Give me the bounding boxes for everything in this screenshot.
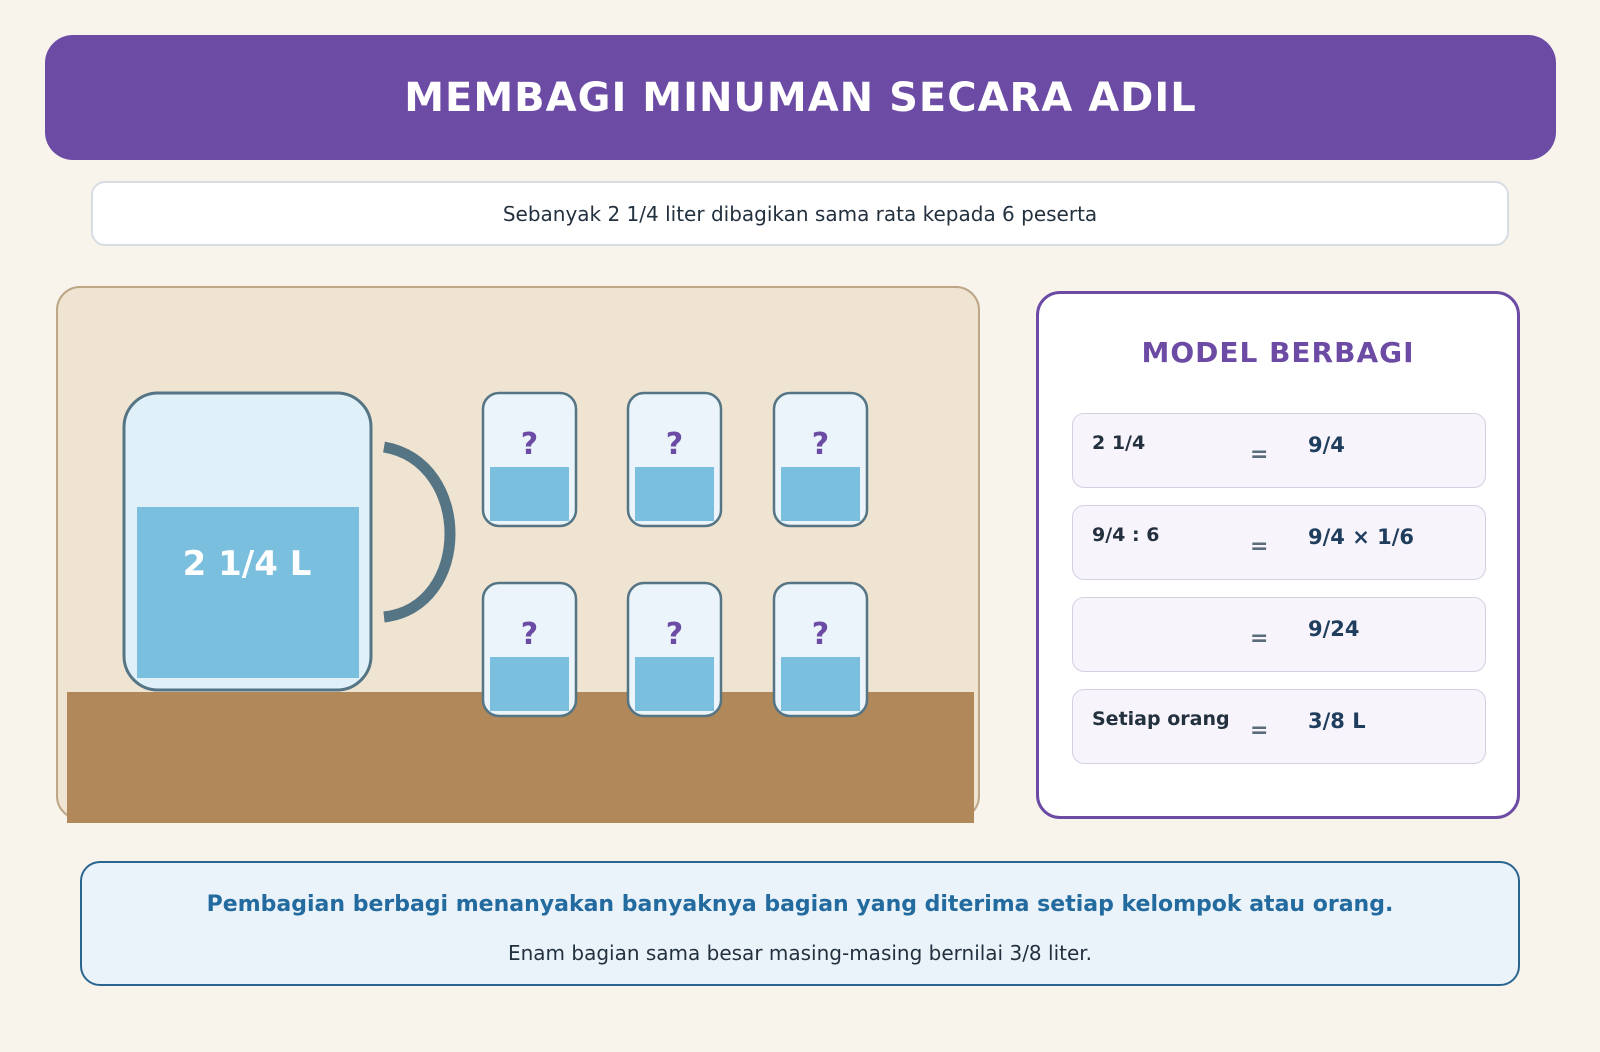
model-row-1: 2 1/4 = 9/4: [1072, 413, 1486, 488]
glass-water: [635, 467, 714, 521]
equals-sign: =: [1250, 626, 1269, 651]
note-main-text: Pembagian berbagi menanyakan banyaknya b…: [206, 892, 1394, 917]
pitcher-water: [137, 507, 359, 678]
pitcher-label: 2 1/4 L: [183, 544, 312, 584]
glass-water: [781, 467, 860, 521]
unknown-share-label: ?: [666, 427, 683, 462]
unknown-share-label: ?: [521, 617, 538, 652]
glass-4: ?: [481, 581, 578, 718]
title-banner: MEMBAGI MINUMAN SECARA ADIL: [45, 35, 1556, 160]
sharing-model-panel: MODEL BERBAGI 2 1/4 = 9/4 9/4 : 6 = 9/4 …: [1036, 291, 1520, 819]
row-left: Setiap orang: [1092, 708, 1230, 730]
glass-5: ?: [626, 581, 723, 718]
row-right: 9/4 × 1/6: [1308, 525, 1415, 549]
equals-sign: =: [1250, 718, 1269, 743]
page-title: MEMBAGI MINUMAN SECARA ADIL: [404, 74, 1197, 121]
problem-statement: Sebanyak 2 1/4 liter dibagikan sama rata…: [91, 181, 1509, 246]
problem-text: Sebanyak 2 1/4 liter dibagikan sama rata…: [502, 201, 1098, 226]
glass-water: [635, 657, 714, 711]
glass-1: ?: [481, 391, 578, 528]
row-right: 3/8 L: [1308, 709, 1366, 733]
glass-water: [781, 657, 860, 711]
row-left: 9/4 : 6: [1092, 524, 1160, 546]
row-right: 9/4: [1308, 433, 1345, 457]
glasses-group: ??????: [481, 391, 869, 718]
glass-water: [490, 657, 569, 711]
model-title: MODEL BERBAGI: [1141, 336, 1415, 369]
model-row-4: Setiap orang = 3/8 L: [1072, 689, 1486, 764]
equals-sign: =: [1250, 534, 1269, 559]
drink-scene: 2 1/4 L ??????: [56, 286, 980, 823]
unknown-share-label: ?: [666, 617, 683, 652]
summary-note: Pembagian berbagi menanyakan banyaknya b…: [80, 861, 1520, 986]
unknown-share-label: ?: [521, 427, 538, 462]
glass-6: ?: [772, 581, 869, 718]
pitcher-handle: [382, 441, 456, 623]
note-sub-text: Enam bagian sama besar masing-masing ber…: [507, 941, 1093, 965]
glass-2: ?: [626, 391, 723, 528]
model-row-2: 9/4 : 6 = 9/4 × 1/6: [1072, 505, 1486, 580]
row-left: 2 1/4: [1092, 432, 1146, 454]
equals-sign: =: [1250, 442, 1269, 467]
glass-3: ?: [772, 391, 869, 528]
row-right: 9/24: [1308, 617, 1360, 641]
unknown-share-label: ?: [812, 617, 829, 652]
unknown-share-label: ?: [812, 427, 829, 462]
model-row-3: = 9/24: [1072, 597, 1486, 672]
glass-water: [490, 467, 569, 521]
